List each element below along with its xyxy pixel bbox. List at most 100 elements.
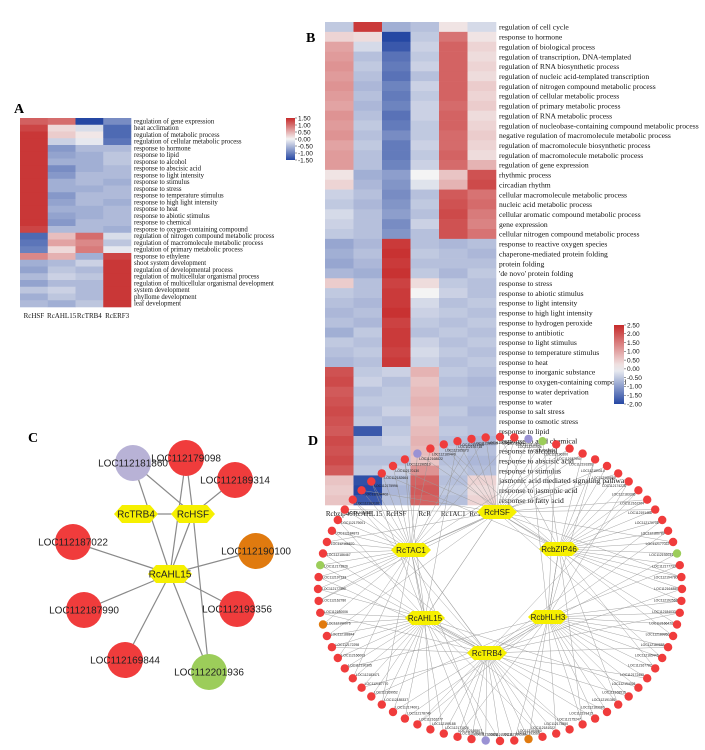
heatmap-cell <box>439 160 468 171</box>
heatmap-cell <box>325 219 354 230</box>
gene-node <box>643 674 652 683</box>
gene-node <box>524 434 533 444</box>
heatmap-cell <box>467 100 497 112</box>
gene-node-label: LOC112194402 <box>365 492 389 496</box>
network-edge <box>322 549 412 625</box>
heatmap-cell <box>353 288 383 299</box>
heatmap-cell <box>325 317 354 328</box>
heatmap-cell <box>467 367 497 378</box>
gene-node-label: LOC112162780 <box>323 599 347 603</box>
network-edge <box>496 511 674 543</box>
network-edge <box>352 549 412 679</box>
heatmap-cell <box>382 120 411 131</box>
row-label: response to hormone <box>134 145 191 152</box>
network-edge <box>471 438 498 513</box>
gene-node <box>348 674 357 683</box>
network-edge <box>410 448 570 551</box>
network-edge <box>361 617 426 688</box>
hub-node-label: RcbZIP46 <box>541 545 577 554</box>
row-label: response to oxygen-containing compound <box>134 226 248 233</box>
heatmap-cell <box>353 238 383 250</box>
gene-node-label: LOC112166003 <box>341 654 365 658</box>
gene-node-label: LOC112178740 <box>407 712 431 716</box>
network-edge <box>547 616 656 669</box>
heatmap-cell <box>103 118 132 126</box>
heatmap-cell <box>439 61 468 72</box>
row-label: regulation of nitrogen compound metaboli… <box>134 233 275 240</box>
heatmap-cell <box>410 219 440 230</box>
gene-node <box>634 486 643 495</box>
row-label: regulation of developmental process <box>134 267 233 274</box>
row-label: response to light intensity <box>134 172 205 179</box>
heatmap-cell <box>353 278 383 289</box>
gene-node <box>677 572 686 582</box>
heatmap-cell <box>410 278 440 289</box>
heatmap-cell <box>75 131 104 139</box>
row-label: regulation of metabolic process <box>134 132 220 139</box>
heatmap-cell <box>103 273 132 281</box>
heatmap-cell <box>410 179 440 190</box>
network-edge <box>547 612 680 618</box>
column-label: RcR <box>419 510 432 518</box>
hub-node <box>467 646 507 660</box>
gene-node-label: LOC112168515 <box>602 690 626 694</box>
row-label: phyllome development <box>134 294 197 301</box>
gene-node-label: LOC112190076 <box>327 621 351 625</box>
heatmap-cell <box>467 416 497 427</box>
network-edge <box>547 616 608 713</box>
row-label: regulation of primary metabolic process <box>134 247 243 254</box>
heatmap-cell <box>325 189 354 200</box>
gene-node <box>400 455 410 464</box>
network-edge <box>486 553 678 654</box>
heatmap-cell <box>75 118 104 126</box>
heatmap-cell <box>410 465 440 476</box>
heatmap-cell <box>325 465 354 476</box>
heatmap-cell <box>103 199 132 207</box>
network-edge <box>558 459 596 550</box>
gene-node <box>658 653 667 663</box>
heatmap-cell <box>382 376 411 388</box>
heatmap-cell <box>439 455 468 466</box>
network-edge <box>514 616 549 741</box>
network-edge <box>320 612 488 654</box>
heatmap-cell <box>353 100 383 112</box>
gene-node-label: LOC112183080 <box>581 705 605 709</box>
heatmap-cell <box>382 219 411 230</box>
gene-node <box>388 707 398 717</box>
heatmap-cell <box>103 192 132 200</box>
heatmap-cell <box>103 286 132 294</box>
heatmap-cell <box>467 288 497 299</box>
hub-node-label: RcbHLH3 <box>531 613 566 622</box>
gene-node-label: LOC112190100 <box>544 452 568 456</box>
heatmap-cell <box>20 185 49 193</box>
heatmap-cell <box>20 273 49 281</box>
heatmap-cell <box>47 266 76 274</box>
gene-node-label: LOC112199188 <box>432 722 456 726</box>
hub-node-label: RcTRB4 <box>472 649 503 658</box>
heatmap-cell <box>325 209 354 220</box>
heatmap-cell <box>439 71 468 82</box>
heatmap-cell <box>20 259 49 267</box>
network-edge <box>486 652 501 742</box>
gene-node-label: LOC112197133 <box>323 576 347 580</box>
heatmap-cell <box>325 31 354 43</box>
hub-node-label: RcTAC1 <box>396 546 426 555</box>
gene-node <box>614 469 623 478</box>
network-edge <box>392 465 498 513</box>
gene-node <box>651 664 660 673</box>
hub-node-label: RcAHL15 <box>408 614 443 623</box>
heatmap-cell <box>325 307 354 319</box>
heatmap-cell <box>410 199 440 210</box>
heatmap-cell <box>47 138 76 146</box>
row-label: response to alcohol <box>134 159 187 166</box>
heatmap-cell <box>75 151 104 159</box>
heatmap-cell <box>47 239 76 247</box>
heatmap-cell <box>382 327 411 338</box>
heatmap-cell <box>467 189 497 200</box>
row-label: nucleic acid metabolic process <box>499 200 592 209</box>
heatmap-cell <box>325 100 354 112</box>
heatmap-cell <box>103 232 132 240</box>
heatmap-cell <box>467 307 497 319</box>
network-edge <box>410 549 488 654</box>
heatmap-cell <box>75 178 104 186</box>
